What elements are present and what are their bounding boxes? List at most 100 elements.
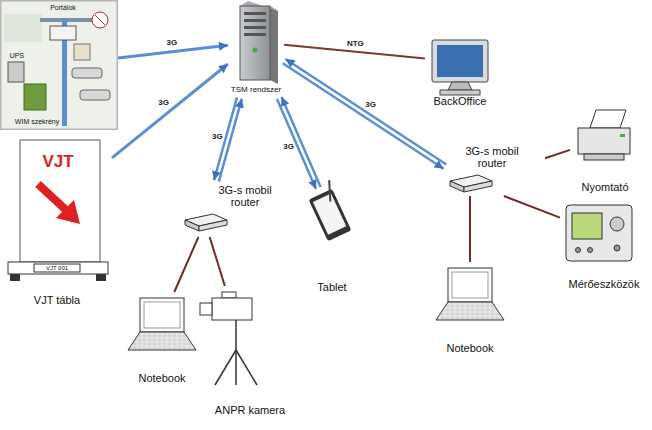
printer-icon (578, 110, 630, 160)
camera-icon (212, 298, 252, 320)
server-icon (240, 6, 270, 80)
connector (174, 237, 198, 292)
connector-line (504, 196, 560, 218)
server-node: TSM rendszer (228, 2, 284, 98)
connector-line (112, 64, 228, 158)
printer-icon (584, 154, 624, 160)
router-icon (185, 214, 227, 231)
printer-icon (620, 134, 625, 137)
node-label: 3G-s mobil router (460, 145, 524, 169)
notebook-icon (140, 298, 184, 332)
node-label: UPS (10, 52, 24, 60)
notebook-node: Notebook (430, 262, 512, 358)
node-label: ANPR kamera (215, 404, 285, 416)
portal-picture (92, 12, 108, 28)
portal-picture (72, 68, 102, 78)
connector (210, 237, 225, 286)
node-label: VJT tábla (34, 294, 80, 306)
meter-icon (588, 248, 593, 253)
notebook-icon (128, 298, 196, 350)
meter-icon (576, 248, 581, 253)
connector-line (118, 45, 228, 58)
connector-line (282, 97, 321, 187)
monitor-icon (432, 40, 488, 95)
node-label: Nyomtató (581, 181, 628, 193)
meter-icon (614, 245, 620, 251)
portal-picture (50, 26, 76, 40)
camera-icon (200, 292, 257, 385)
notebook-icon (452, 272, 488, 298)
vjt-board (8, 140, 108, 281)
vjt-board (20, 140, 100, 262)
connector-line (283, 63, 444, 169)
connector (277, 97, 321, 189)
node-label: WIM szekrény (15, 118, 59, 126)
router-icon (185, 220, 199, 231)
portal-picture (40, 18, 100, 22)
connector-line (285, 59, 446, 165)
connector (545, 150, 570, 158)
tablet-node: Tablet (310, 188, 358, 296)
server-icon (244, 26, 266, 29)
connector (283, 59, 447, 169)
server-icon (240, 1, 278, 84)
node-label: Notebook (446, 342, 493, 354)
monitor-icon (437, 45, 483, 77)
meter-icon (566, 205, 632, 261)
router-icon (199, 220, 227, 231)
connector (118, 45, 228, 58)
printer-icon (578, 128, 630, 154)
camera-icon (235, 350, 237, 385)
camera-node: ANPR kamera (196, 286, 290, 420)
camera-icon (200, 303, 212, 315)
router-icon (450, 175, 492, 192)
vjt-board (8, 262, 108, 274)
connector-line (469, 196, 471, 262)
vjt-board (96, 274, 106, 281)
portal-picture (80, 90, 110, 100)
vjt-sign: VJT VJT 001VJT tábla (6, 136, 112, 309)
vjt-board (34, 264, 80, 272)
portal-picture (1, 1, 117, 129)
edge-label: 3G (211, 132, 224, 141)
tablet-icon (322, 180, 338, 202)
portal-picture (95, 15, 105, 25)
meter-icon (572, 213, 602, 239)
camera-icon (236, 350, 257, 385)
printer-node: Nyomtató (570, 106, 645, 196)
monitor-icon (448, 82, 472, 90)
node-label: VJT (42, 153, 73, 172)
node-label: VJT 001 (46, 265, 68, 272)
portal-inset: PortálokUPSWIM szekrény (0, 0, 118, 130)
connector (112, 64, 228, 158)
router-icon (464, 181, 492, 192)
notebook-icon (436, 268, 504, 320)
node-label: TSM rendszer (231, 86, 281, 95)
server-icon (244, 12, 266, 15)
monitor-icon (440, 90, 480, 95)
server-icon (244, 19, 266, 22)
notebook-icon (448, 268, 492, 302)
vjt-board (10, 274, 20, 281)
tablet-icon (305, 180, 353, 241)
node-label: BackOffice (434, 95, 487, 107)
edge-label: 3G (157, 99, 170, 108)
edge-label: 3G (166, 38, 179, 47)
server-icon (253, 48, 258, 53)
connector (504, 196, 560, 218)
meter-icon (566, 205, 632, 261)
connector-line (210, 237, 225, 286)
camera-icon (235, 320, 237, 350)
node-label: Tablet (317, 281, 346, 293)
connector (470, 196, 471, 262)
node-label: 3G-s mobil router (213, 184, 277, 208)
connector-line (545, 150, 570, 158)
backoffice-node: BackOffice (425, 36, 497, 110)
node-label: Notebook (138, 372, 185, 384)
portal-picture (8, 62, 24, 82)
portal-picture (4, 14, 42, 42)
edge-label: 3G (364, 100, 377, 109)
connector-line (277, 99, 316, 189)
portal-picture (74, 44, 90, 60)
